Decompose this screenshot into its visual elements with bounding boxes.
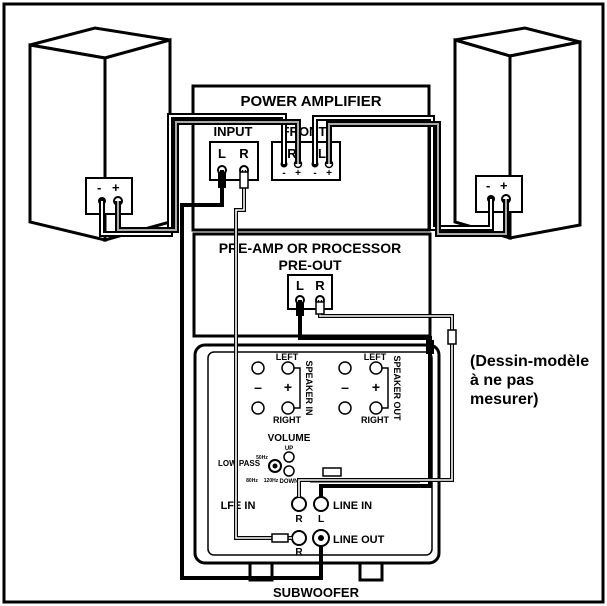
subwoofer-title: SUBWOOFER: [273, 585, 360, 600]
volume-down-button[interactable]: [283, 465, 295, 477]
line-in-label: LINE IN: [333, 500, 372, 512]
speaker-out-right-label: RIGHT: [361, 415, 390, 425]
power-amplifier: POWER AMPLIFIER INPUT FRONT L R R L - + …: [191, 84, 431, 232]
line-in-left-jack[interactable]: [313, 496, 329, 512]
svg-text:80Hz: 80Hz: [246, 478, 258, 484]
left-speaker-terminal-plate: [85, 177, 133, 215]
amplifier-front-r: R: [287, 146, 297, 161]
svg-text:+: +: [295, 168, 301, 179]
svg-text:120Hz: 120Hz: [264, 478, 279, 484]
subwoofer: LEFT RIGHT – + SPEAKER IN LEFT RIGHT – +…: [193, 343, 441, 600]
speaker-in-label: SPEAKER IN: [304, 360, 314, 415]
amplifier-front-label: FRONT: [282, 124, 327, 139]
svg-text:R: R: [295, 547, 303, 558]
low-pass-label: LOW PASS: [218, 459, 261, 468]
svg-text:R: R: [295, 514, 303, 525]
preamp-preout-panel: [287, 274, 333, 310]
volume-up-label: UP: [285, 446, 293, 452]
preamp-processor: PRE-AMP OR PROCESSOR PRE-OUT L R: [192, 232, 432, 338]
right-speaker: - +: [453, 26, 582, 240]
svg-text:–: –: [254, 379, 262, 395]
left-speaker: - +: [28, 26, 172, 242]
svg-text:50Hz: 50Hz: [256, 455, 268, 461]
drawing-note: (Dessin-modèle à ne pas mesurer): [470, 353, 590, 408]
amplifier-input-label: INPUT: [214, 124, 253, 139]
amplifier-input-panel: [209, 141, 259, 181]
svg-text:+: +: [284, 379, 292, 395]
svg-text:L: L: [318, 514, 324, 525]
preamp-preout-r: R: [315, 278, 325, 293]
svg-text:–: –: [341, 379, 349, 395]
lfe-in-jack[interactable]: [291, 496, 307, 512]
rca-cables: [180, 170, 457, 580]
preamp-preout-label: PRE-OUT: [279, 257, 342, 273]
volume-up-button[interactable]: [283, 451, 295, 463]
line-out-label: LINE OUT: [333, 534, 385, 546]
amplifier-input-r: R: [239, 146, 249, 161]
amplifier-input-l: L: [218, 146, 226, 161]
speaker-wires: [99, 113, 509, 237]
right-speaker-minus: -: [486, 178, 490, 193]
volume-down-label: DOWN: [280, 479, 299, 485]
preamp-preout-l: L: [296, 278, 304, 293]
line-out-right-jack[interactable]: [291, 530, 307, 546]
left-speaker-minus: -: [97, 180, 101, 195]
lfe-in-label: LFE IN: [221, 500, 256, 512]
amplifier-front-l: L: [318, 146, 326, 161]
speaker-in-left-label: LEFT: [276, 352, 299, 362]
svg-text:-: -: [282, 168, 285, 179]
svg-text:+: +: [326, 168, 332, 179]
speaker-out-left-label: LEFT: [364, 352, 387, 362]
volume-label: VOLUME: [268, 433, 311, 444]
right-speaker-plus: +: [500, 178, 508, 193]
amplifier-title: POWER AMPLIFIER: [240, 93, 381, 110]
svg-text:-: -: [313, 168, 316, 179]
speaker-in-right-label: RIGHT: [273, 415, 302, 425]
left-speaker-plus: +: [112, 180, 120, 195]
svg-text:+: +: [372, 379, 380, 395]
phase-switch[interactable]: [322, 467, 342, 477]
preamp-title: PRE-AMP OR PROCESSOR: [219, 240, 402, 256]
speaker-out-label: SPEAKER OUT: [392, 355, 402, 421]
right-speaker-terminal-plate: [475, 175, 523, 213]
